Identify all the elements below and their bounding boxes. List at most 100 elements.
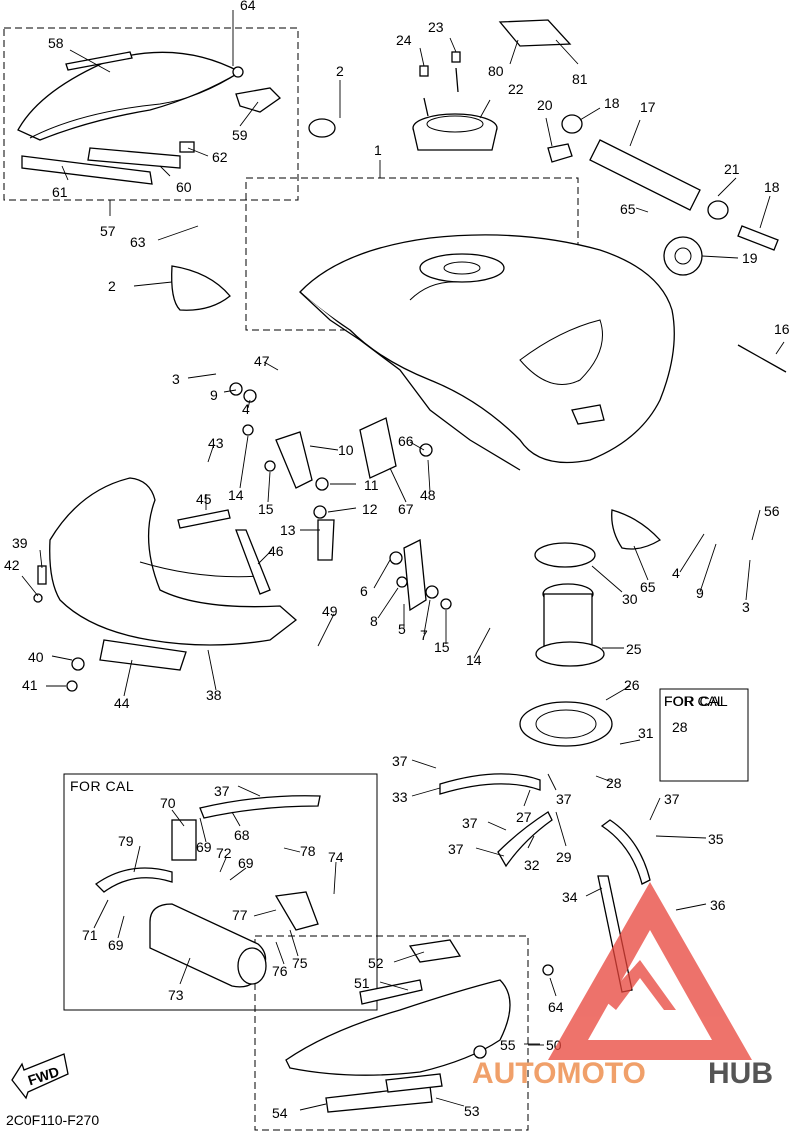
callout: 31 xyxy=(638,725,654,741)
callout: 9 xyxy=(210,387,218,403)
callout: 25 xyxy=(626,641,642,657)
callout: 72 xyxy=(216,845,232,861)
callout: 69 xyxy=(238,855,254,871)
bolt-16-part xyxy=(737,344,787,373)
callout: 58 xyxy=(48,35,64,51)
for-cal-title-canister: FOR CAL xyxy=(70,778,134,794)
callout: 69 xyxy=(108,937,124,953)
pad-61-part xyxy=(21,155,153,185)
strip-45-part xyxy=(177,509,231,529)
callout: 36 xyxy=(710,897,726,913)
callout: 37 xyxy=(556,791,572,807)
callout: 68 xyxy=(234,827,250,843)
callout: 3 xyxy=(172,371,180,387)
fuel-pump-25-part xyxy=(535,583,605,667)
callout: 47 xyxy=(254,353,270,369)
callout: 81 xyxy=(572,71,588,87)
callout: 21 xyxy=(724,161,740,177)
callout: 63 xyxy=(130,234,146,250)
callout: 37 xyxy=(448,841,464,857)
callout: 4 xyxy=(672,565,680,581)
callout: 70 xyxy=(160,795,176,811)
callout: 39 xyxy=(12,535,28,551)
callout: 78 xyxy=(300,843,316,859)
callout: 57 xyxy=(100,223,116,239)
callout: 23 xyxy=(428,19,444,35)
callout: 11 xyxy=(364,477,379,493)
callout: 65 xyxy=(640,579,656,595)
callout: 20 xyxy=(537,97,553,113)
callout: 6 xyxy=(360,583,368,599)
callout: 46 xyxy=(268,543,284,559)
callout: 67 xyxy=(398,501,414,517)
callout: 61 xyxy=(52,184,68,200)
callout: 3 xyxy=(742,599,750,615)
callout: 29 xyxy=(556,849,572,865)
callout: 34 xyxy=(562,889,578,905)
callout: 51 xyxy=(354,975,370,991)
hose-68-part xyxy=(199,795,321,819)
callout: 10 xyxy=(338,442,354,458)
clip-62-part xyxy=(179,141,195,153)
callout: 65 xyxy=(620,201,636,217)
callout: 8 xyxy=(370,613,378,629)
side-cover-58-part xyxy=(17,51,244,141)
drawing-code: 2C0F110-F270 xyxy=(6,1112,99,1128)
hose-33-part xyxy=(439,773,541,795)
callout: 2 xyxy=(336,63,344,79)
callout: 76 xyxy=(272,963,288,979)
callout: 18 xyxy=(604,95,620,111)
callout: 79 xyxy=(118,833,134,849)
callout: 35 xyxy=(708,831,724,847)
callout: 1 xyxy=(374,142,382,158)
for-cal-title-bracket: FOR CAL xyxy=(664,693,728,709)
leader-lines xyxy=(21,10,785,1111)
callout: 28 xyxy=(672,719,688,735)
canister-73-part xyxy=(149,903,267,988)
callout: 62 xyxy=(212,149,228,165)
fuel-tank-1-part xyxy=(299,234,675,471)
callout: 15 xyxy=(434,639,450,655)
callout: 77 xyxy=(232,907,248,923)
watermark-brand-part1: AUTOMOTO xyxy=(472,1057,646,1090)
for-cal-box-canister xyxy=(63,773,378,1011)
callout: 40 xyxy=(28,649,44,665)
callout: 13 xyxy=(280,522,296,538)
callout: 73 xyxy=(168,987,184,1003)
callout: 75 xyxy=(292,955,308,971)
callout: 28 xyxy=(606,775,622,791)
canister-17-part xyxy=(547,114,729,220)
callout: 14 xyxy=(228,487,244,503)
callout: FOR CAL xyxy=(664,693,725,709)
plate-26-part xyxy=(519,701,613,747)
callout: 42 xyxy=(4,557,20,573)
callout: 60 xyxy=(176,179,192,195)
hose-32-part xyxy=(497,811,553,868)
callout: 37 xyxy=(392,753,408,769)
callout: 49 xyxy=(322,603,338,619)
callout: 19 xyxy=(742,250,758,266)
callout: 43 xyxy=(208,435,224,451)
fuel-cap-22-part xyxy=(412,67,498,151)
watermark-logo xyxy=(548,882,752,1060)
callout: 2 xyxy=(108,278,116,294)
callout: 7 xyxy=(420,627,428,643)
triangle-mountain-logo-icon xyxy=(548,882,752,1060)
callout: 64 xyxy=(240,0,256,13)
hose-46-part xyxy=(235,529,271,595)
bolts-23-24 xyxy=(419,51,461,77)
fasteners-left xyxy=(33,382,452,692)
callout: 38 xyxy=(206,687,222,703)
callout: 33 xyxy=(392,789,408,805)
pad-59-part xyxy=(235,87,282,113)
grommet-2-part xyxy=(663,236,703,276)
panel-65-lower-part xyxy=(611,509,662,550)
callout: 71 xyxy=(82,927,98,943)
callout: 59 xyxy=(232,127,248,143)
callout: 27 xyxy=(516,809,532,825)
callout: 4 xyxy=(242,401,250,417)
hose-19-part xyxy=(737,225,779,251)
callout: 22 xyxy=(508,81,524,97)
callout: 80 xyxy=(488,63,504,79)
